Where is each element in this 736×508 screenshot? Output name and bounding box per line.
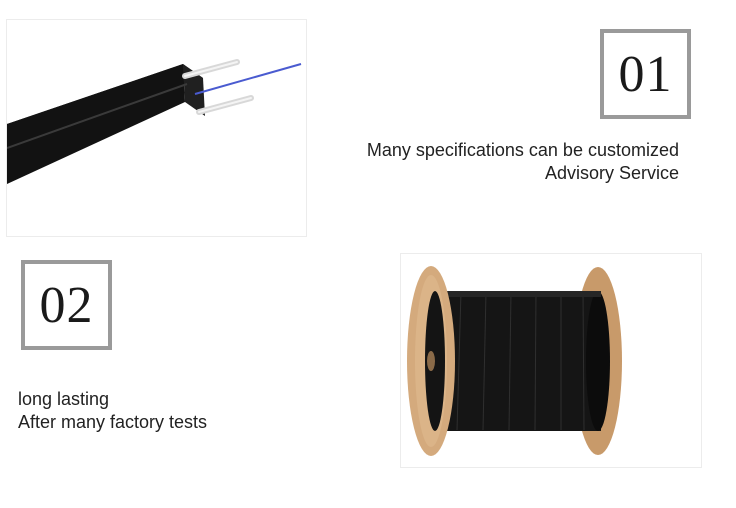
section-number-01: 01 <box>600 29 691 119</box>
caption-line-factory-tests: After many factory tests <box>18 412 208 432</box>
section-number-02: 02 <box>21 260 112 350</box>
section-2-caption: long lasting After many factory tests <box>18 388 207 434</box>
drop-cable-end-icon <box>7 59 302 184</box>
cable-reel-icon <box>407 266 622 456</box>
caption-line-advisory: Advisory Service <box>544 163 679 183</box>
caption-line-long-lasting: long lasting <box>18 389 110 409</box>
caption-line-customized: Many specifications can be customized <box>366 140 679 160</box>
reel-photo-frame <box>400 253 702 468</box>
section-1-caption: Many specifications can be customized Ad… <box>367 139 679 185</box>
cable-photo-frame <box>6 19 307 237</box>
